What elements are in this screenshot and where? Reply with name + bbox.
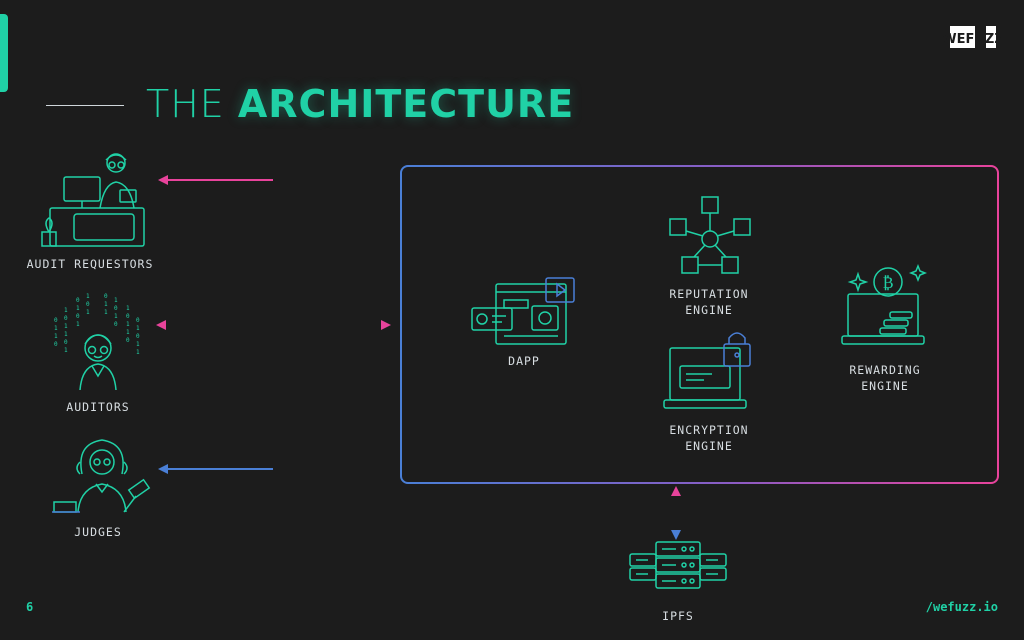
footer-url[interactable]: /wefuzz.io — [925, 600, 998, 614]
bitcoin-laptop-icon: ₿ — [841, 263, 928, 345]
accent-tab — [0, 14, 8, 92]
svg-text:1: 1 — [114, 297, 118, 304]
svg-text:0: 0 — [126, 337, 130, 344]
storage-label-ipfs: IPFS — [662, 609, 694, 623]
actor-label-auditors: AUDITORS — [66, 400, 130, 414]
rewarding-line2: ENGINE — [861, 379, 909, 393]
svg-text:0: 0 — [136, 317, 140, 324]
component-label-reputation: REPUTATION ENGINE — [650, 286, 768, 318]
svg-text:1: 1 — [126, 329, 130, 336]
svg-text:1: 1 — [54, 333, 58, 340]
svg-text:0: 0 — [86, 301, 90, 308]
svg-text:0: 0 — [104, 293, 108, 300]
reputation-line2: ENGINE — [685, 303, 733, 317]
svg-text:1: 1 — [64, 323, 68, 330]
svg-text:0: 0 — [136, 333, 140, 340]
laptop-lock-icon — [663, 332, 751, 409]
svg-text:0: 0 — [64, 339, 68, 346]
svg-text:0: 0 — [114, 321, 118, 328]
page-number: 6 — [26, 600, 34, 614]
svg-text:WEFUZZ: WEFUZZ — [942, 32, 1002, 47]
reputation-line1: REPUTATION — [669, 287, 749, 301]
encryption-line1: ENCRYPTION — [669, 423, 749, 437]
encryption-line2: ENGINE — [685, 439, 733, 453]
wefuzz-logo: WEFUZZ — [942, 26, 1002, 48]
rewarding-line1: REWARDING — [849, 363, 921, 377]
dapp-window-icon — [471, 277, 575, 345]
svg-text:1: 1 — [76, 321, 80, 328]
svg-text:0: 0 — [114, 305, 118, 312]
svg-text:0: 0 — [126, 313, 130, 320]
svg-text:₿: ₿ — [882, 273, 893, 292]
svg-text:1: 1 — [136, 341, 140, 348]
svg-text:1: 1 — [104, 301, 108, 308]
page-title: THE ARCHITECTURE — [146, 82, 574, 126]
svg-text:0: 0 — [54, 317, 58, 324]
svg-text:1: 1 — [64, 331, 68, 338]
svg-text:1: 1 — [136, 349, 140, 356]
svg-text:1: 1 — [64, 347, 68, 354]
desk-worker-icon — [41, 153, 145, 247]
svg-text:1: 1 — [104, 309, 108, 316]
svg-text:1: 1 — [86, 293, 90, 300]
svg-text:0: 0 — [76, 297, 80, 304]
svg-text:1: 1 — [54, 325, 58, 332]
svg-text:1: 1 — [86, 309, 90, 316]
network-cubes-icon — [669, 196, 751, 274]
svg-text:1: 1 — [114, 313, 118, 320]
svg-text:0: 0 — [64, 315, 68, 322]
svg-text:1: 1 — [126, 305, 130, 312]
component-label-dapp: DAPP — [508, 354, 540, 368]
svg-text:1: 1 — [64, 307, 68, 314]
svg-text:0: 0 — [54, 341, 58, 348]
title-emphasis: ARCHITECTURE — [237, 82, 575, 126]
judge-gavel-icon — [52, 439, 151, 513]
svg-text:0: 0 — [76, 313, 80, 320]
actor-label-judges: JUDGES — [74, 525, 122, 539]
component-label-encryption: ENCRYPTION ENGINE — [650, 422, 768, 454]
server-stack-icon — [629, 541, 727, 589]
svg-text:1: 1 — [76, 305, 80, 312]
svg-text:1: 1 — [126, 321, 130, 328]
actor-label-audit-requestors: AUDIT REQUESTORS — [26, 257, 154, 271]
component-label-rewarding: REWARDING ENGINE — [826, 362, 944, 394]
title-prefix: THE — [146, 82, 225, 126]
title-rule — [46, 105, 124, 106]
svg-text:1: 1 — [136, 325, 140, 332]
system-frame — [400, 165, 999, 484]
